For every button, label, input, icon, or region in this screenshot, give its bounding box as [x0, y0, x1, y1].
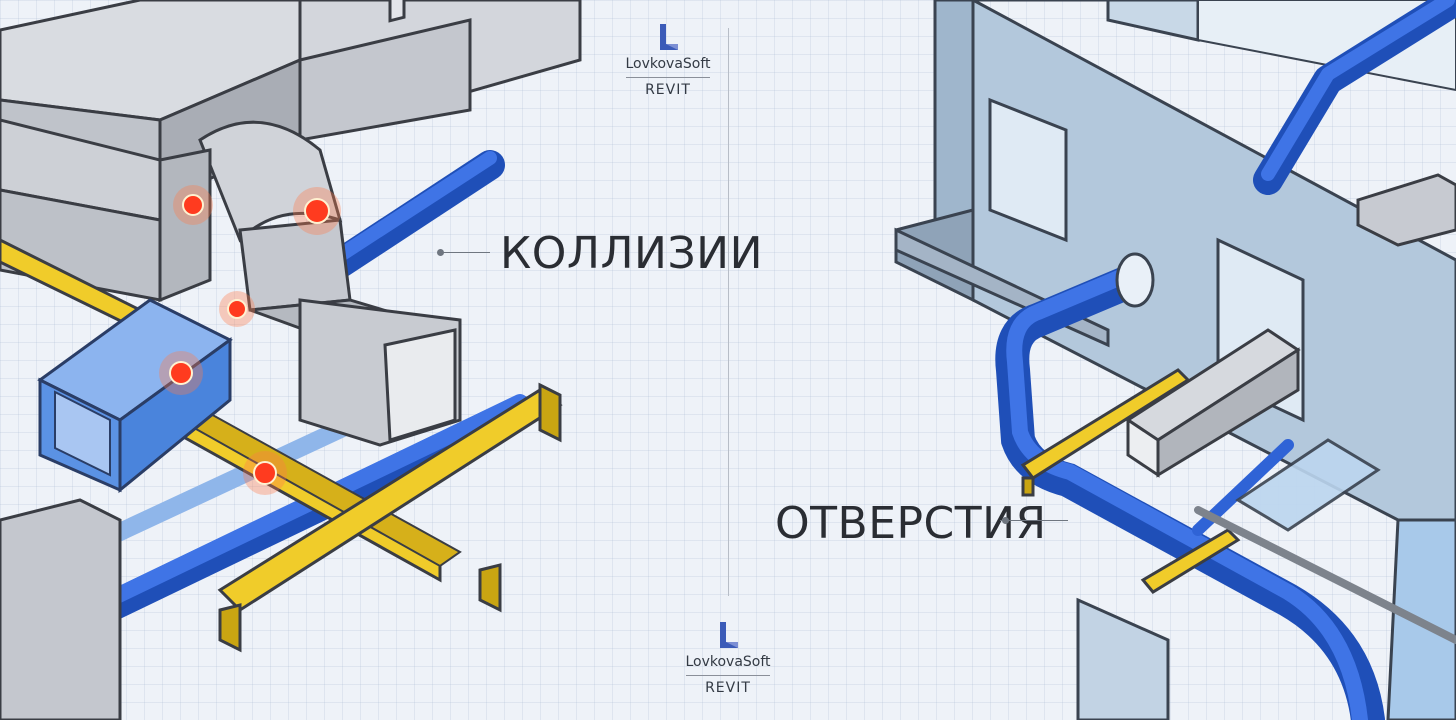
elbow-duct: [200, 122, 460, 445]
openings-pointer-line: [1000, 520, 1068, 521]
openings-pointer-dot: [1002, 517, 1009, 524]
center-divider: [728, 28, 729, 596]
openings-scene: [728, 0, 1456, 720]
collision-marker-icon: [219, 291, 255, 327]
openings-label: ОТВЕРСТИЯ: [775, 502, 1047, 546]
logo-rule: [686, 675, 770, 676]
product-name: REVIT: [608, 82, 728, 98]
collisions-pointer-line: [440, 252, 490, 253]
collisions-label: КОЛЛИЗИИ: [500, 232, 763, 276]
collision-marker-icon: [293, 187, 341, 235]
logo-bottom: LovkovaSoft REVIT: [668, 622, 788, 696]
lovkovasoft-logo-icon: [716, 622, 740, 650]
logo-rule: [626, 77, 710, 78]
blue-duct: [40, 300, 230, 490]
logo-top: LovkovaSoft REVIT: [608, 24, 728, 98]
collision-scene: [0, 0, 728, 720]
lovkovasoft-logo-icon: [656, 24, 680, 52]
collision-marker-icon: [159, 351, 203, 395]
collision-marker-icon: [173, 185, 213, 225]
blue-pipe-upper: [330, 158, 490, 270]
product-name: REVIT: [668, 680, 788, 696]
collision-marker-icon: [243, 451, 287, 495]
wall-structure: [896, 0, 1456, 720]
brand-name: LovkovaSoft: [608, 56, 728, 72]
brand-name: LovkovaSoft: [668, 654, 788, 670]
